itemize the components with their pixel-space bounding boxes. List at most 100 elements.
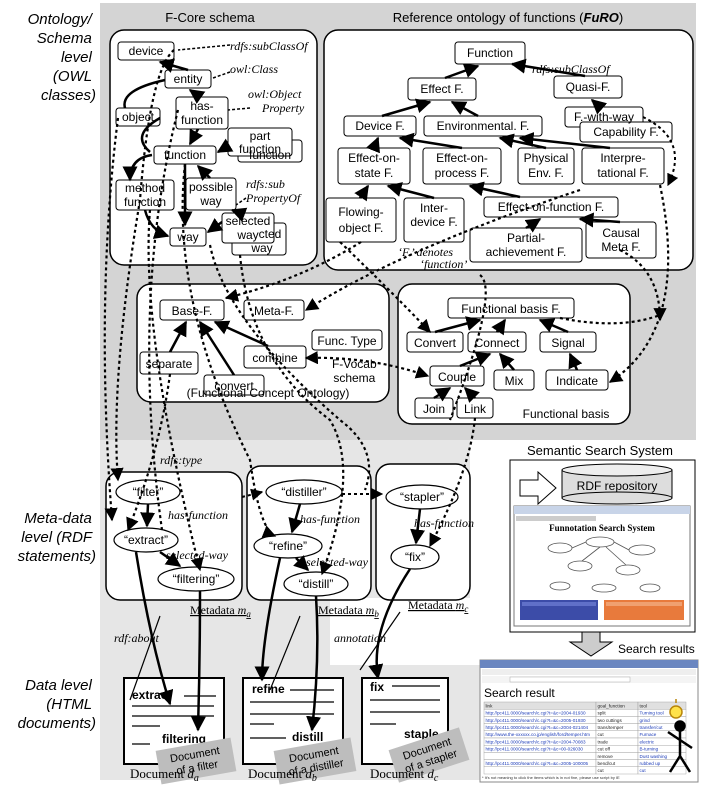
fcore-edge-hasfunc-function bbox=[188, 128, 203, 146]
doc-a-word2: filtering bbox=[162, 732, 206, 746]
result-cell[interactable]: http://pc411.0000/search/c.cgi?t=&c=00-0… bbox=[486, 747, 584, 752]
fcore-edge-entity-device bbox=[158, 58, 189, 73]
furo-interpretational-label: Interpre-tational F. bbox=[597, 151, 648, 180]
result-cell: trade bbox=[598, 739, 609, 744]
furo-function-label: Function bbox=[467, 46, 513, 60]
meta-b-edge-refine-distill bbox=[293, 555, 310, 572]
furo-quasi-node bbox=[553, 75, 623, 99]
meta-c-label: Metadata mc bbox=[408, 598, 468, 614]
result-cell[interactable]: http://pc411.0000/search/c.cgi?t=&c=2005… bbox=[486, 761, 589, 766]
result-cell[interactable]: http://www.the-xxxxxx.co.jp/english/ford… bbox=[486, 732, 591, 737]
dotted-combine-couple bbox=[304, 351, 430, 379]
fcore-owl-class: owl:Class bbox=[230, 62, 278, 76]
fbasis-title-node bbox=[447, 297, 575, 319]
fcore-object-node bbox=[115, 107, 161, 127]
result-cell[interactable]: http://pc411.0000/search/c.cgi?t=&c=2004… bbox=[486, 725, 589, 730]
meta-a-has-function: has-function bbox=[168, 508, 228, 522]
fbasis-edge-link bbox=[463, 386, 480, 403]
furo-interpretational-node bbox=[581, 147, 665, 185]
fvocab-edge-convert-base bbox=[198, 320, 236, 376]
meta-b-distiller-node bbox=[265, 479, 343, 505]
fcore-subclass-pointer bbox=[177, 44, 231, 51]
result-cell-bg bbox=[637, 766, 687, 775]
furo-edge-state-device bbox=[366, 136, 380, 154]
furo-effect-process-label: Effect-on-process F. bbox=[435, 151, 490, 180]
result-header-cell: link bbox=[486, 703, 494, 708]
fvocab-basef-node bbox=[159, 299, 225, 321]
fcore-device-label: device bbox=[129, 44, 164, 58]
meta-a-extract-node bbox=[113, 527, 179, 553]
search-results-label: Search results bbox=[618, 642, 695, 656]
meta-c-stapler-label: “stapler” bbox=[400, 490, 444, 504]
furo-edge-process-device bbox=[398, 132, 463, 150]
result-cell[interactable]: http://pc411.0000/search/c.cgi?t=&c=2004… bbox=[486, 711, 586, 716]
furo-capability-label: Capability F. bbox=[593, 125, 658, 139]
result-cell[interactable]: http://pc411.0000/search/c.cgi?t=&c=2004… bbox=[486, 739, 586, 744]
fbasis-edge-signal bbox=[538, 318, 569, 334]
result-cell: cut bbox=[640, 768, 647, 773]
furo-edge-effect-function bbox=[444, 63, 480, 80]
fbasis-edge-mix bbox=[499, 352, 515, 371]
fbasis-edge-connect bbox=[491, 318, 507, 336]
fvocab-basef-label: Base-F. bbox=[172, 304, 213, 318]
dotted-device-to-filter bbox=[110, 49, 175, 482]
doc-b-word1: refine bbox=[252, 682, 285, 696]
result-cell: Dust washing bbox=[640, 754, 668, 759]
search-system-title: Semantic Search System bbox=[527, 443, 673, 458]
link-meta-b-doc bbox=[269, 615, 301, 691]
meta-c-stapler-node bbox=[385, 484, 459, 510]
doc-c-word1: fix bbox=[370, 680, 384, 694]
link-refine-doc bbox=[254, 557, 282, 682]
doc-b-label: Document db bbox=[248, 766, 317, 784]
furo-effect-label: Effect F. bbox=[420, 82, 463, 96]
rdf-repository-cylinder: RDF repository bbox=[561, 463, 673, 505]
meta-a-filtering-label: “filtering” bbox=[173, 572, 220, 586]
search-result-footer: * It's not meaning to click the items wh… bbox=[482, 775, 620, 780]
fcore-edge-selected-possible bbox=[230, 207, 248, 222]
furo-edge-interdevice-state bbox=[386, 182, 435, 200]
furo-note: ‘F.’ denotes‘function’ bbox=[398, 245, 467, 271]
furo-environmental-node bbox=[423, 115, 543, 137]
dotted-furo-to-link bbox=[448, 274, 487, 421]
meta-c-fix-label: “fix” bbox=[405, 550, 425, 564]
link-distill-doc bbox=[306, 595, 321, 732]
fbasis-indicate-label: Indicate bbox=[556, 374, 598, 388]
fbasis-edge-couple bbox=[459, 352, 492, 368]
fcore-rdfs-subclassof: rdfs:subClassOf bbox=[230, 39, 309, 53]
furo-fwithway-label: F.-with-way bbox=[574, 110, 634, 124]
result-cell-bg bbox=[483, 752, 597, 760]
fcore-edge-part-function bbox=[216, 138, 234, 154]
meta-b-label: Metadata mb bbox=[318, 603, 379, 619]
furo-causal-meta-node bbox=[585, 221, 657, 259]
fcore-edge-object-function bbox=[140, 116, 161, 153]
result-cell: electric bbox=[640, 739, 655, 744]
search-arrow-icon bbox=[519, 470, 557, 506]
ontology-level-label: Ontology/ Schema level (OWL classes) bbox=[28, 11, 96, 104]
link-meta-c-doc bbox=[359, 611, 401, 671]
furo-effect-on-function-node bbox=[483, 196, 619, 218]
furo-flowing-object-label: Flowing-object F. bbox=[338, 205, 383, 235]
fbasis-connect-label: Connect bbox=[475, 336, 520, 350]
furo-environmental-label: Environmental. F. bbox=[437, 119, 530, 133]
doc-c-label: Document dc bbox=[370, 766, 439, 784]
result-cell: cut off bbox=[598, 747, 611, 752]
meta-a-extract-label: “extract” bbox=[124, 533, 168, 547]
result-cell[interactable]: http://pc411.0000/search/c.cgi?t=&c=2005… bbox=[486, 718, 586, 723]
search-result-heading: Search result bbox=[484, 686, 555, 700]
rdf-about-label: rdf:about bbox=[114, 631, 160, 645]
meta-c-edge-stapler-fix bbox=[410, 508, 426, 545]
result-cell: bend/cut bbox=[598, 761, 616, 766]
metadata-c-box bbox=[375, 463, 471, 601]
fcore-way-label: way bbox=[176, 230, 198, 244]
furo-edge-flowing-state bbox=[354, 184, 370, 202]
rdfs-type-label: rdfs:type bbox=[160, 453, 203, 467]
meta-b-has-function: has-function bbox=[300, 512, 360, 526]
furo-effect-on-function-label: Effect-on-function F. bbox=[498, 200, 605, 214]
fbasis-box-label: Functional basis bbox=[523, 407, 610, 421]
